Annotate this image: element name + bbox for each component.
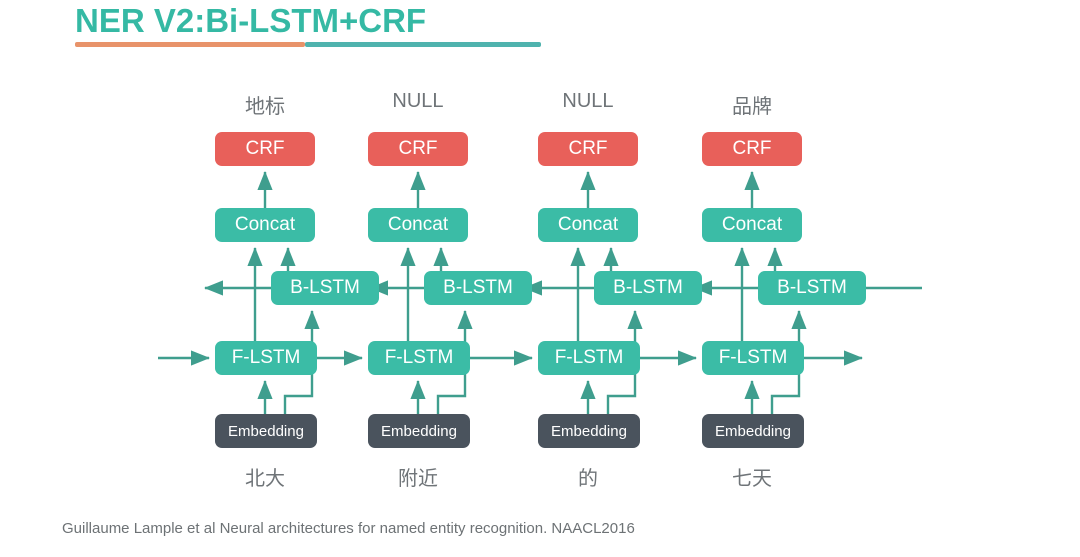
flstm-node-2[interactable]: F-LSTM <box>538 341 640 375</box>
title-rule-orange <box>75 42 305 47</box>
title-rule-teal <box>305 42 541 47</box>
blstm-node-2[interactable]: B-LSTM <box>594 271 702 305</box>
flstm-node-3[interactable]: F-LSTM <box>702 341 804 375</box>
embedding-node-1[interactable]: Embedding <box>368 414 470 448</box>
embedding-node-2[interactable]: Embedding <box>538 414 640 448</box>
crf-node-0[interactable]: CRF <box>215 132 315 166</box>
flstm-node-0[interactable]: F-LSTM <box>215 341 317 375</box>
concat-node-2[interactable]: Concat <box>538 208 638 242</box>
source-caption: Guillaume Lample et al Neural architectu… <box>62 520 635 537</box>
tag-label-1: NULL <box>392 90 444 112</box>
crf-node-2[interactable]: CRF <box>538 132 638 166</box>
concat-node-0[interactable]: Concat <box>215 208 315 242</box>
flstm-node-1[interactable]: F-LSTM <box>368 341 470 375</box>
token-label-0: 北大 <box>245 468 285 490</box>
architecture-diagram: 地标 NULL NULL 品牌 CRF CRF CRF CRF Concat C… <box>158 90 922 490</box>
tag-label-2: NULL <box>562 90 614 112</box>
crf-node-3[interactable]: CRF <box>702 132 802 166</box>
embedding-node-3[interactable]: Embedding <box>702 414 804 448</box>
concat-node-1[interactable]: Concat <box>368 208 468 242</box>
crf-node-1[interactable]: CRF <box>368 132 468 166</box>
page-title: NER V2:Bi-LSTM+CRF <box>75 2 427 39</box>
token-label-1: 附近 <box>398 468 438 490</box>
token-label-3: 七天 <box>732 468 772 490</box>
blstm-node-1[interactable]: B-LSTM <box>424 271 532 305</box>
token-label-2: 的 <box>578 468 598 490</box>
concat-node-3[interactable]: Concat <box>702 208 802 242</box>
tag-label-0: 地标 <box>245 96 285 118</box>
blstm-node-3[interactable]: B-LSTM <box>758 271 866 305</box>
blstm-node-0[interactable]: B-LSTM <box>271 271 379 305</box>
embedding-node-0[interactable]: Embedding <box>215 414 317 448</box>
tag-label-3: 品牌 <box>732 96 772 118</box>
